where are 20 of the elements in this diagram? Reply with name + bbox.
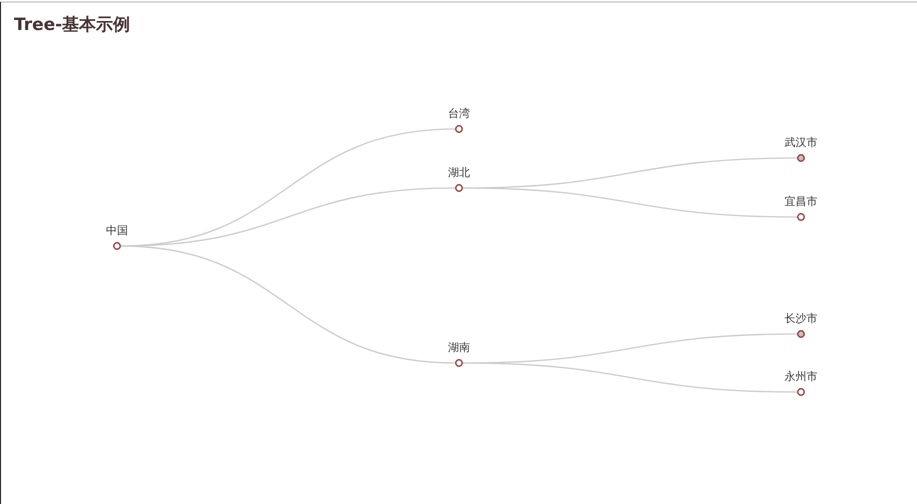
tree-link bbox=[120, 245, 456, 364]
tree-link bbox=[463, 362, 797, 393]
tree-node-circle bbox=[797, 388, 805, 396]
chart-title: Tree-基本示例 bbox=[14, 14, 130, 36]
tree-node-circle bbox=[455, 125, 463, 133]
node-label: 长沙市 bbox=[784, 311, 818, 326]
tree-node-circle bbox=[797, 213, 805, 221]
node-label: 台湾 bbox=[448, 106, 470, 121]
tree-node-circle bbox=[455, 359, 463, 367]
node-label: 中国 bbox=[106, 223, 128, 238]
node-label: 湖南 bbox=[448, 340, 470, 355]
tree-node-circle bbox=[797, 330, 805, 338]
node-label: 武汉市 bbox=[784, 135, 818, 150]
node-label: 宜昌市 bbox=[784, 194, 818, 209]
tree-node-circle bbox=[113, 242, 121, 250]
tree-link bbox=[463, 187, 797, 218]
tree-node-circle bbox=[797, 154, 805, 162]
node-label: 湖北 bbox=[448, 165, 470, 180]
node-label: 永州市 bbox=[784, 369, 818, 384]
tree-node-circle bbox=[455, 184, 463, 192]
